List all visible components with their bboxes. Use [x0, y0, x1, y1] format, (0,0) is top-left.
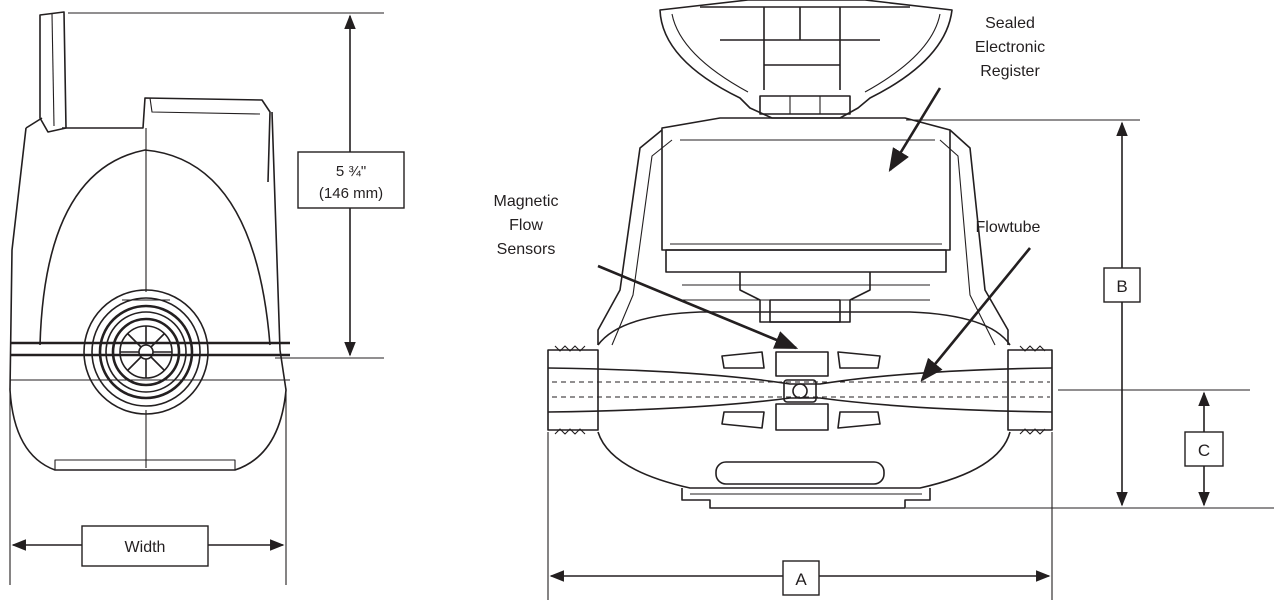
flowtube-callout: Flowtube — [920, 219, 1041, 382]
register-callout: Sealed Electronic Register — [888, 15, 1045, 172]
flowtube-label: Flowtube — [976, 219, 1041, 236]
dimension-a: A — [547, 432, 1053, 600]
sensors-pointer-arrow — [597, 264, 799, 350]
sensors-callout: Magnetic Flow Sensors — [494, 193, 799, 350]
sensors-label-line-1: Magnetic — [494, 193, 559, 210]
sensors-label-line-2: Flow — [509, 217, 543, 234]
register-label-line-2: Electronic — [975, 39, 1045, 56]
dimension-a-box — [782, 560, 820, 596]
flowtube-body — [547, 311, 1053, 509]
dimension-b-box — [1103, 267, 1141, 303]
dimension-c-label: C — [1198, 441, 1210, 460]
sensors-label-line-3: Sensors — [497, 241, 556, 258]
width-label: Width — [125, 539, 166, 556]
dimension-c: C — [1058, 389, 1250, 507]
width-label-box — [81, 525, 209, 567]
height-label-metric: (146 mm) — [319, 185, 383, 202]
height-label-imperial: 5 ¾" — [336, 163, 366, 180]
register-label-line-3: Register — [980, 63, 1040, 80]
side-view-pipe-end — [83, 289, 209, 415]
register-pointer-arrow — [888, 87, 942, 172]
height-dimension: 5 ¾" (146 mm) — [68, 12, 405, 359]
dimension-a-label: A — [795, 570, 807, 589]
dimension-b: B — [906, 119, 1274, 509]
width-dimension: Width — [9, 388, 287, 585]
dimension-c-box — [1184, 431, 1224, 467]
side-view: 5 ¾" (146 mm) Width — [9, 11, 405, 585]
register-label-line-1: Sealed — [985, 15, 1035, 32]
height-label-box — [297, 151, 405, 209]
flowtube-pointer-arrow — [920, 247, 1032, 382]
dimension-b-label: B — [1116, 277, 1127, 296]
register-housing — [597, 117, 1009, 346]
register-lid — [659, 0, 953, 119]
front-view: Sealed Electronic Register Magnetic Flow… — [494, 0, 1274, 600]
side-view-meter-body — [9, 11, 290, 471]
